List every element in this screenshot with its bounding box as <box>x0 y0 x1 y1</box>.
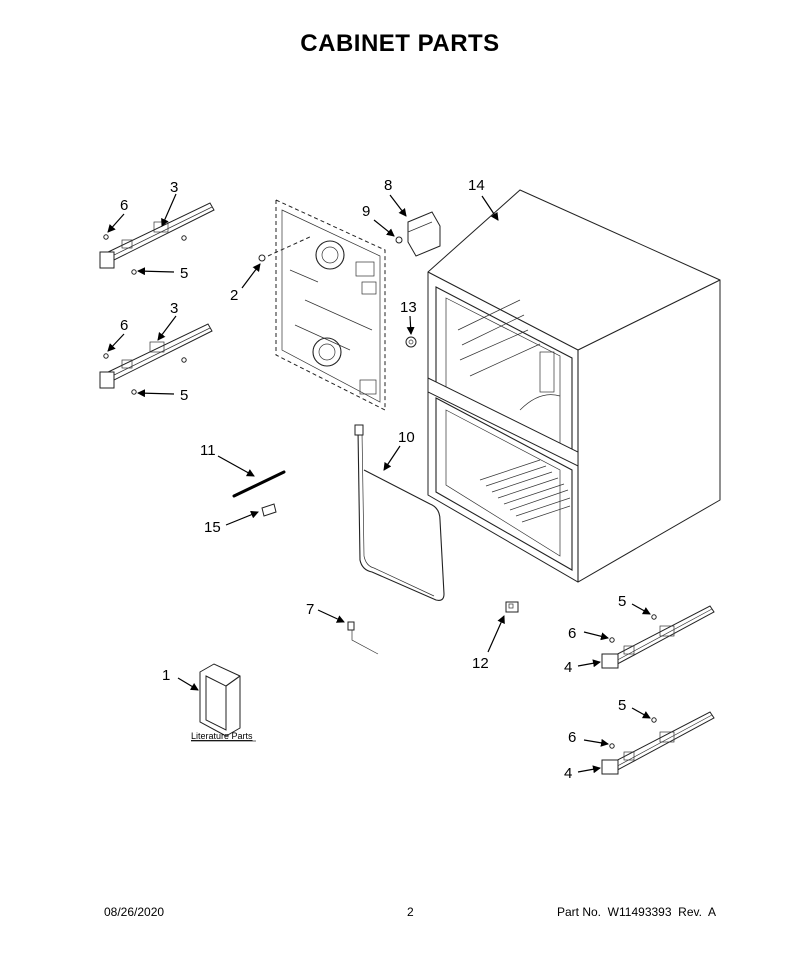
callout-15: 15 <box>204 519 221 536</box>
callout-5-middle: 5 <box>180 387 188 404</box>
callout-6-lower-1: 6 <box>568 625 576 642</box>
callout-5-lower-2: 5 <box>618 697 626 714</box>
callout-8: 8 <box>384 177 392 194</box>
heater-loop-part-10 <box>354 424 445 601</box>
rail-assembly-lower-2 <box>601 711 715 775</box>
callout-3-upper: 3 <box>170 179 178 196</box>
callout-10: 10 <box>398 429 415 446</box>
callout-5-lower-1: 5 <box>618 593 626 610</box>
callout-2: 2 <box>230 287 238 304</box>
callout-7: 7 <box>306 601 314 618</box>
callout-6-upper: 6 <box>120 197 128 214</box>
screw-9-icon <box>395 236 403 244</box>
callout-3-middle: 3 <box>170 300 178 317</box>
rod-part-11 <box>232 470 286 498</box>
callout-1: 1 <box>162 667 170 684</box>
rear-evaporator-panel <box>267 199 386 411</box>
page-title: CABINET PARTS <box>300 30 500 57</box>
rail-assembly-upper <box>99 202 215 275</box>
footer-page-number: 2 <box>407 905 414 919</box>
callout-6-lower-2: 6 <box>568 729 576 746</box>
literature-parts-label: Literature Parts <box>191 731 253 741</box>
callout-12: 12 <box>472 655 489 672</box>
callout-14: 14 <box>468 177 485 194</box>
callout-9: 9 <box>362 203 370 220</box>
bracket-part-8 <box>407 211 441 257</box>
callout-13: 13 <box>400 299 417 316</box>
footer-part-number: Part No. W11493393 Rev. A <box>557 905 716 919</box>
wire-part-7 <box>347 621 379 655</box>
callout-4-lower-1: 4 <box>564 659 572 676</box>
callout-4-lower-2: 4 <box>564 765 572 782</box>
footer-date: 08/26/2020 <box>104 905 165 919</box>
rail-assembly-lower-1 <box>601 605 715 669</box>
grommet-part-13 <box>405 336 417 348</box>
clip-part-15 <box>261 503 277 517</box>
callout-11: 11 <box>200 442 216 459</box>
clip-part-12 <box>505 601 519 613</box>
cabinet-liner <box>427 189 721 583</box>
screw-2-icon <box>258 254 266 262</box>
callout-5-upper: 5 <box>180 265 188 282</box>
literature-booklet-icon <box>199 663 241 737</box>
rail-assembly-middle <box>99 323 213 395</box>
callout-6-middle: 6 <box>120 317 128 334</box>
leader-lines <box>107 193 651 774</box>
